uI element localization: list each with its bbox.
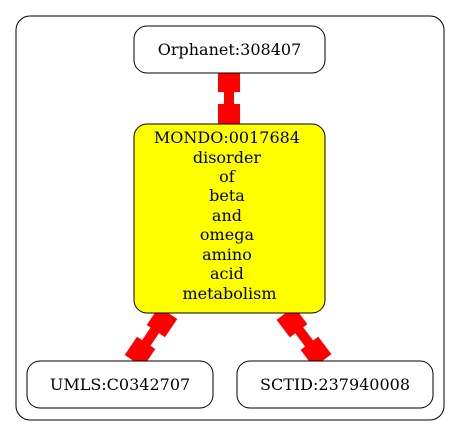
node-mondo-line: amino — [202, 245, 252, 264]
edge-end-marker — [300, 336, 332, 368]
node-sctid[interactable]: SCTID:237940008 — [236, 360, 434, 409]
node-mondo-line: beta — [209, 186, 245, 205]
edge-mondo-sctid — [276, 306, 332, 368]
node-umls[interactable]: UMLS:C0342707 — [26, 360, 214, 409]
node-orphanet-box — [133, 25, 326, 74]
edge-end-marker — [124, 336, 156, 368]
node-orphanet[interactable]: Orphanet:308407 — [133, 25, 326, 74]
node-mondo-line: and — [212, 206, 242, 225]
node-sctid-label: SCTID:237940008 — [260, 375, 410, 394]
edge-end-marker — [276, 306, 308, 338]
node-mondo-label: MONDO:0017684 disorder of beta and omega… — [154, 128, 305, 303]
node-orphanet-label: Orphanet:308407 — [158, 40, 302, 59]
node-mondo-box — [133, 123, 326, 314]
node-mondo-line: disorder — [193, 148, 262, 167]
edge-end-marker — [146, 306, 178, 338]
node-mondo-line: MONDO:0017684 — [154, 128, 300, 147]
node-mondo-line: omega — [200, 225, 255, 244]
node-mondo-line: of — [219, 167, 236, 186]
node-mondo[interactable]: MONDO:0017684 disorder of beta and omega… — [133, 123, 326, 314]
edge-end-marker — [218, 70, 240, 92]
node-umls-box — [26, 360, 214, 409]
node-umls-label: UMLS:C0342707 — [50, 375, 190, 394]
edge-orphanet-mondo — [218, 70, 240, 126]
edge-mondo-umls — [124, 306, 178, 368]
cluster-boundary — [15, 15, 445, 421]
node-sctid-box — [236, 360, 434, 409]
edge-end-marker — [218, 104, 240, 126]
node-mondo-line: metabolism — [182, 284, 276, 303]
node-mondo-line: acid — [210, 264, 244, 283]
